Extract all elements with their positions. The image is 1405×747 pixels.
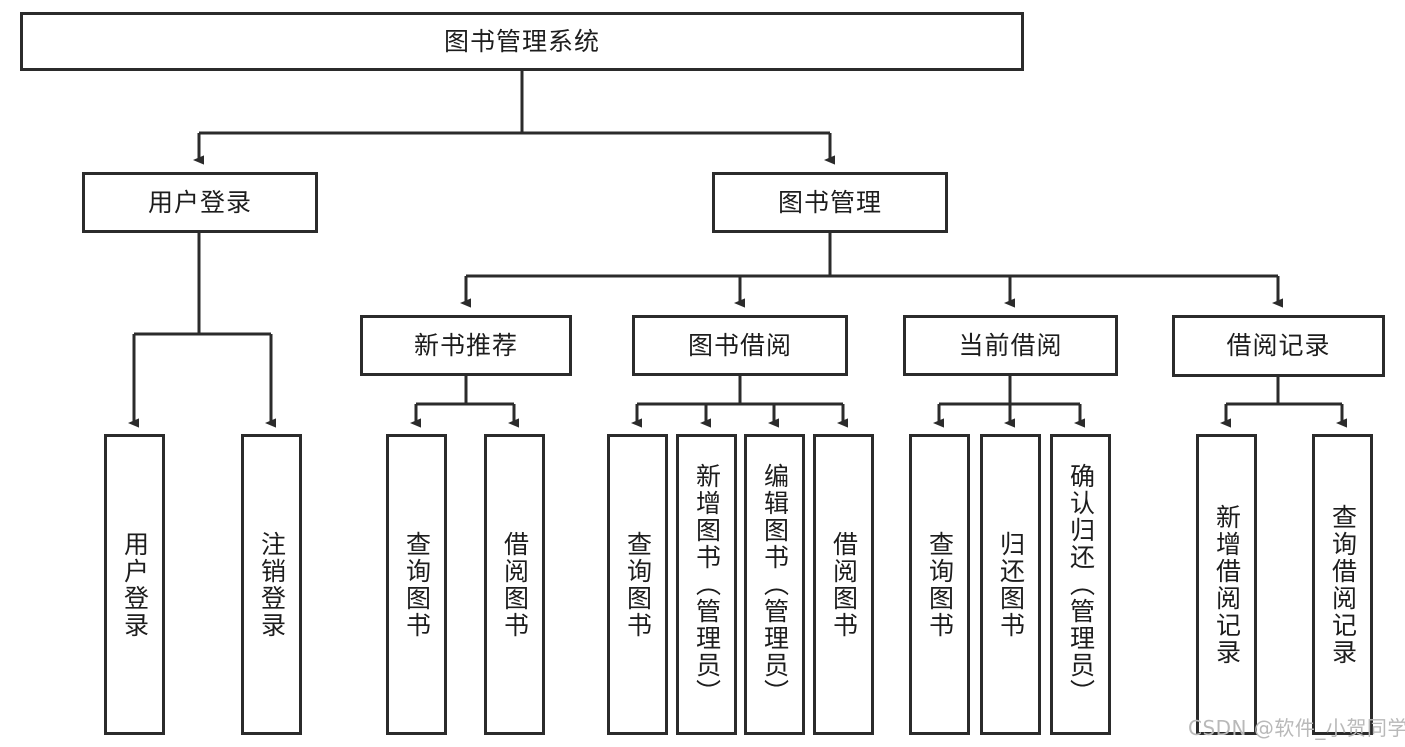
leaf-borrow-add-book-admin[interactable]: 新增图书（管理员） — [676, 434, 737, 735]
leaf-borrow-query-book-label: 查询图书 — [623, 530, 653, 639]
leaf-user-logout-label: 注销登录 — [257, 530, 287, 639]
node-book-borrow[interactable]: 图书借阅 — [632, 315, 848, 376]
leaf-current-return-book[interactable]: 归还图书 — [980, 434, 1041, 735]
node-book-management-label: 图书管理 — [777, 187, 882, 217]
leaf-recommend-query-book[interactable]: 查询图书 — [386, 434, 447, 735]
leaf-borrow-borrow-book-label: 借阅图书 — [829, 530, 859, 639]
node-new-book-recommend[interactable]: 新书推荐 — [360, 315, 572, 376]
node-user-login-label: 用户登录 — [147, 187, 252, 217]
leaf-current-query-book-label: 查询图书 — [925, 530, 955, 639]
leaf-user-login-label: 用户登录 — [120, 530, 150, 639]
node-user-login[interactable]: 用户登录 — [82, 172, 318, 233]
node-book-borrow-label: 图书借阅 — [687, 330, 792, 360]
leaf-current-confirm-return-admin-label: 确认归还（管理员） — [1066, 463, 1096, 706]
leaf-current-return-book-label: 归还图书 — [996, 530, 1026, 639]
leaf-recommend-borrow-book[interactable]: 借阅图书 — [484, 434, 545, 735]
csdn-watermark: CSDN @软件_小贺同学 — [1188, 716, 1405, 740]
leaf-borrow-borrow-book[interactable]: 借阅图书 — [813, 434, 874, 735]
leaf-record-query-record[interactable]: 查询借阅记录 — [1312, 434, 1373, 735]
leaf-user-logout[interactable]: 注销登录 — [241, 434, 302, 735]
leaf-current-confirm-return-admin[interactable]: 确认归还（管理员） — [1050, 434, 1111, 735]
node-current-borrow[interactable]: 当前借阅 — [903, 315, 1118, 376]
leaf-recommend-query-book-label: 查询图书 — [402, 530, 432, 639]
leaf-user-login[interactable]: 用户登录 — [104, 434, 165, 735]
node-borrow-record-label: 借阅记录 — [1226, 331, 1331, 361]
leaf-borrow-edit-book-admin[interactable]: 编辑图书（管理员） — [744, 434, 805, 735]
leaf-record-add-record-label: 新增借阅记录 — [1212, 503, 1242, 666]
leaf-recommend-borrow-book-label: 借阅图书 — [500, 530, 530, 639]
leaf-borrow-query-book[interactable]: 查询图书 — [607, 434, 668, 735]
node-book-management[interactable]: 图书管理 — [712, 172, 948, 233]
node-new-book-recommend-label: 新书推荐 — [413, 330, 518, 360]
node-current-borrow-label: 当前借阅 — [958, 330, 1063, 360]
node-borrow-record[interactable]: 借阅记录 — [1172, 315, 1385, 377]
leaf-record-add-record[interactable]: 新增借阅记录 — [1196, 434, 1257, 735]
leaf-record-query-record-label: 查询借阅记录 — [1328, 503, 1358, 666]
leaf-borrow-edit-book-admin-label: 编辑图书（管理员） — [760, 463, 790, 706]
leaf-current-query-book[interactable]: 查询图书 — [909, 434, 970, 735]
node-root[interactable]: 图书管理系统 — [20, 12, 1024, 71]
leaf-borrow-add-book-admin-label: 新增图书（管理员） — [692, 463, 722, 706]
node-root-label: 图书管理系统 — [443, 26, 600, 56]
